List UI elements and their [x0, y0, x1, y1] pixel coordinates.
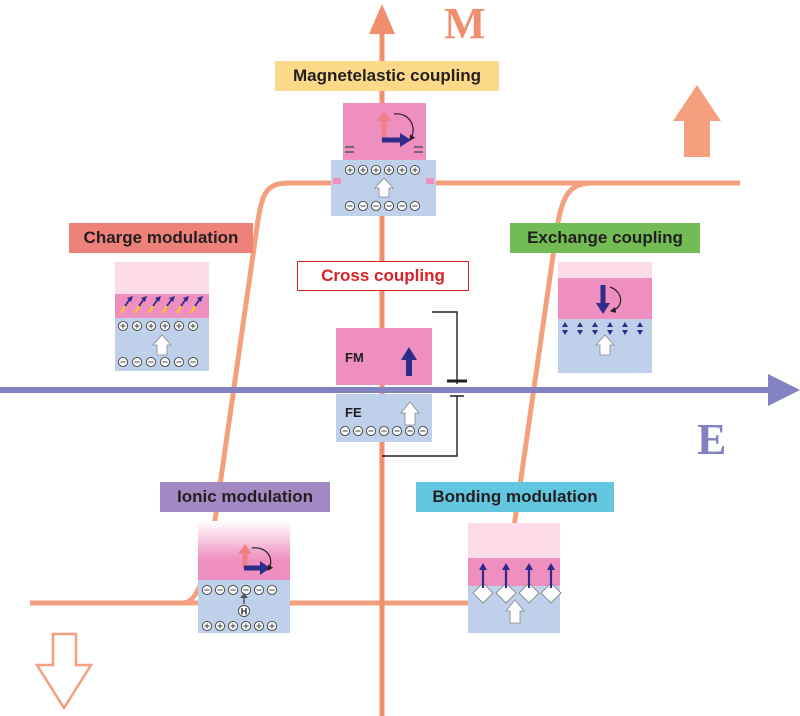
charge-modulation-label: Charge modulation	[69, 223, 253, 253]
magnetoelastic-cell	[331, 103, 436, 216]
m-axis-arrowhead	[369, 4, 395, 34]
fe-label: FE	[345, 405, 362, 420]
rotation-arrow	[393, 113, 416, 141]
circuit-wire	[382, 311, 458, 457]
cross-coupling-label: Cross coupling	[297, 261, 469, 291]
polarization-arrow	[374, 177, 394, 198]
exchange-coupling-label: Exchange coupling	[510, 223, 700, 253]
e-axis-label: E	[697, 415, 727, 464]
hydrogen-ion: H	[241, 607, 248, 617]
hysteresis-upper-branch	[30, 180, 740, 606]
magnetization-up-arrow	[673, 85, 721, 157]
fm-label: FM	[345, 350, 364, 365]
bonding-modulation-label: Bonding modulation	[416, 482, 614, 512]
cross-coupling-device: FM FE	[336, 328, 432, 442]
charge-modulation-cell	[115, 262, 209, 371]
e-axis-arrowhead	[768, 374, 800, 406]
magnetization-down-arrow	[34, 632, 94, 711]
ionic-modulation-label: Ionic modulation	[160, 482, 330, 512]
m-axis-label: M	[444, 0, 486, 48]
exchange-coupling-cell	[558, 262, 652, 373]
ionic-modulation-cell: H	[198, 521, 290, 633]
magnetoelastic-coupling-label: Magnetelastic coupling	[275, 61, 499, 91]
bonding-modulation-cell	[468, 523, 562, 633]
